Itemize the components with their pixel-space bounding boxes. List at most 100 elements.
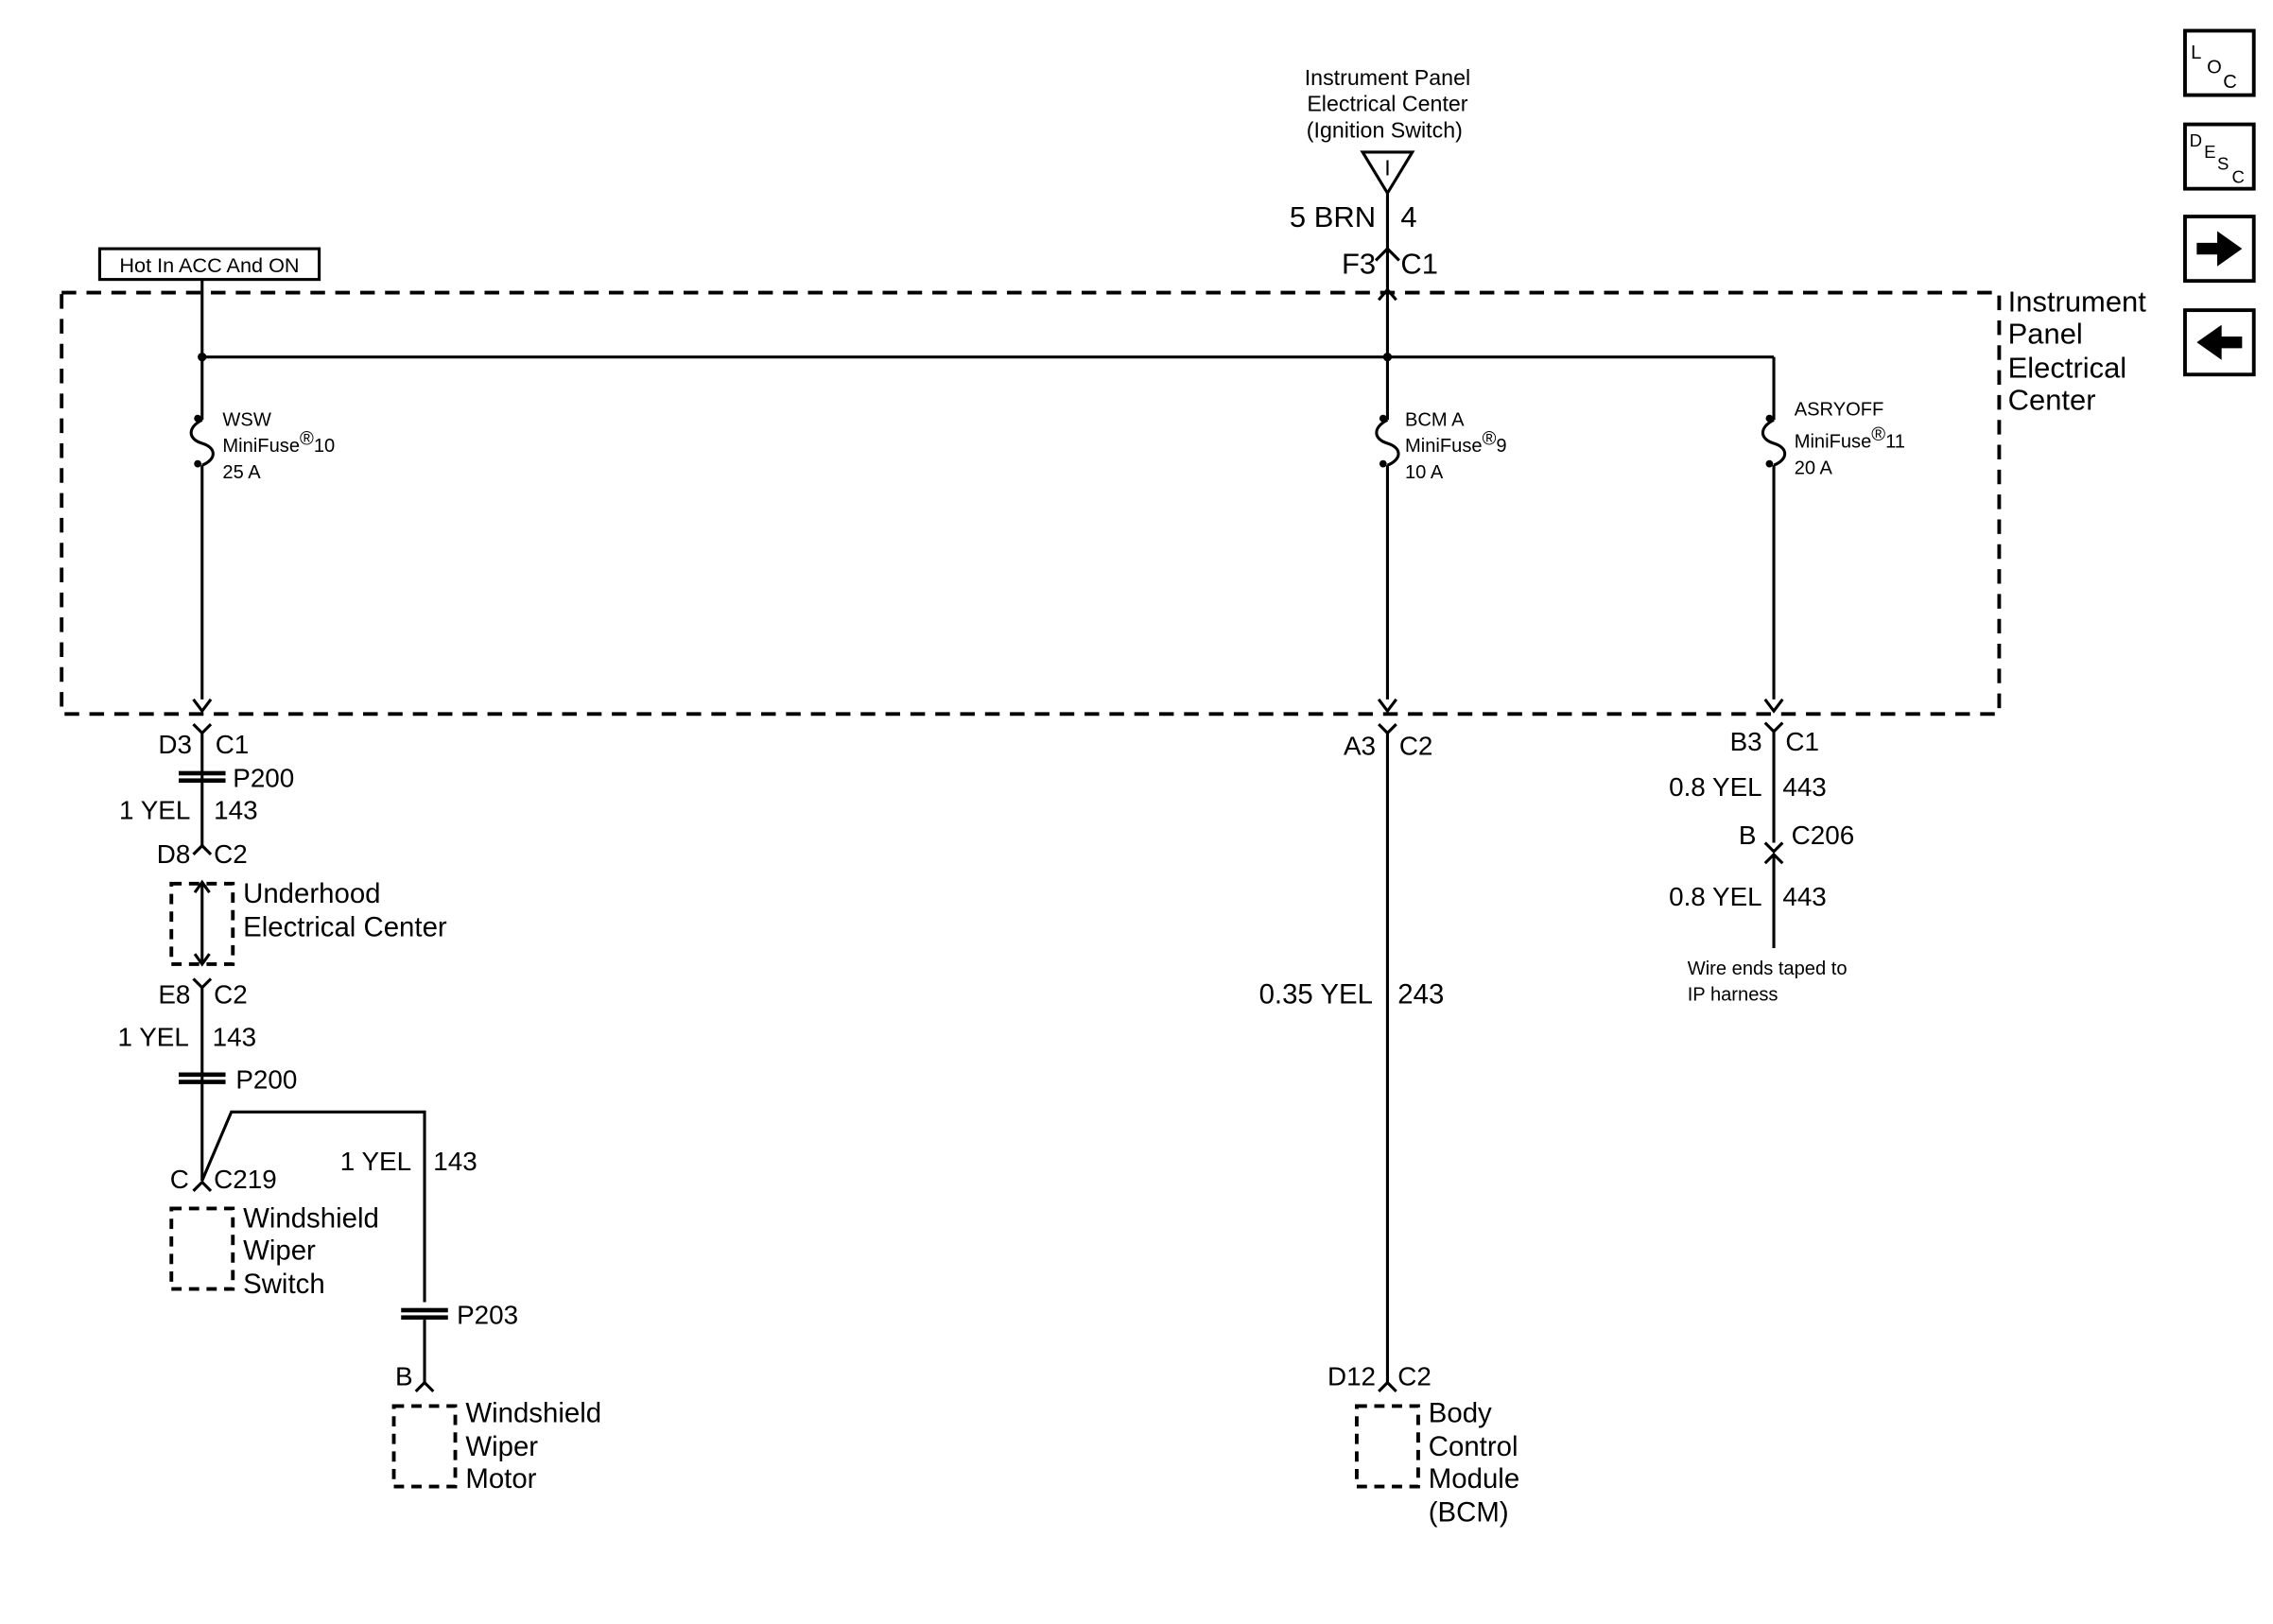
- center-label-2: Panel: [2008, 318, 2083, 351]
- connector-label: C2: [214, 980, 248, 1010]
- source-label-1: Instrument Panel: [1305, 65, 1470, 90]
- fuse-number: 11: [1885, 432, 1905, 453]
- fuse-number: 10: [314, 436, 335, 457]
- center-label-3: Electrical: [2008, 351, 2127, 384]
- underhood-label-1: Underhood: [243, 878, 380, 909]
- desc-letter-c: C: [2231, 166, 2244, 186]
- center-label-1: Instrument: [2008, 285, 2147, 319]
- motor-label-3: Motor: [465, 1463, 536, 1494]
- bcm-box: [1355, 1404, 1420, 1489]
- note-line-2: IP harness: [1688, 985, 1778, 1006]
- center-label-4: Center: [2008, 383, 2096, 416]
- ignition-source: Instrument Panel Electrical Center (Igni…: [1290, 65, 1470, 302]
- pin-label: D12: [1327, 1362, 1376, 1391]
- wire-size: 1 YEL: [119, 796, 190, 825]
- fuse-type: MiniFuse®10: [222, 429, 335, 458]
- source-triangle-icon: [1360, 150, 1415, 197]
- splice-label: P203: [457, 1301, 518, 1330]
- registered-mark: ®: [1483, 429, 1497, 450]
- fuse-bcm-a: BCM A MiniFuse®9 10 A: [1375, 356, 1507, 714]
- source-label-3: (Ignition Switch): [1307, 117, 1463, 142]
- bcm-label-3: Module: [1429, 1463, 1519, 1494]
- note-line-1: Wire ends taped to: [1688, 959, 1848, 979]
- fuse-rating: 25 A: [222, 462, 261, 483]
- connector-icon: [192, 843, 213, 855]
- right-branch: B3 C1 0.8 YEL 443 B C206 0.8 YEL 443 Wir…: [1669, 721, 1855, 1006]
- fuse-name: WSW: [222, 409, 270, 430]
- fuse-wsw: WSW MiniFuse®10 25 A: [189, 356, 335, 714]
- loc-button[interactable]: L O C: [2183, 28, 2256, 97]
- wire-circuit: 143: [214, 796, 257, 825]
- wire-circuit: 443: [1782, 772, 1826, 802]
- pin-label: D3: [158, 730, 192, 759]
- registered-mark: ®: [300, 429, 314, 450]
- splice-label: P200: [233, 764, 294, 793]
- loc-letter-c: C: [2223, 72, 2237, 93]
- wire-circuit: 443: [1782, 882, 1826, 911]
- connector-label: C2: [214, 839, 248, 869]
- switch-label-2: Wiper: [243, 1235, 316, 1267]
- ip-electrical-center-label: Instrument Panel Electrical Center: [2008, 285, 2147, 417]
- fuse-rating: 20 A: [1795, 458, 1833, 478]
- bcm-label-2: Control: [1429, 1431, 1518, 1462]
- wire-size: 1 YEL: [340, 1147, 411, 1176]
- wire-size: 1 YEL: [117, 1023, 188, 1052]
- ip-electrical-center-box: [60, 290, 2002, 717]
- pin-label: B3: [1730, 727, 1762, 756]
- connector-icon: [1763, 721, 1784, 734]
- pin-label: D8: [157, 839, 191, 869]
- desc-letter-s: S: [2217, 154, 2229, 174]
- source-connector: C1: [1400, 247, 1438, 280]
- connector-label: C206: [1792, 821, 1855, 850]
- connector-icon: [1378, 723, 1397, 735]
- wire-size: 0.8 YEL: [1669, 882, 1762, 911]
- connector-label: C2: [1399, 732, 1433, 761]
- wiper-switch-box: [169, 1206, 235, 1291]
- back-button[interactable]: [2183, 308, 2256, 377]
- motor-label-1: Windshield: [465, 1397, 601, 1428]
- pin-label: A3: [1344, 732, 1376, 761]
- wire-circuit: 143: [433, 1147, 477, 1176]
- pin-label: B: [395, 1362, 413, 1391]
- loc-letter-o: O: [2207, 57, 2222, 78]
- forward-button[interactable]: [2183, 215, 2256, 284]
- fuse-icon: [1375, 418, 1400, 467]
- fuse-asryoff: ASRYOFF MiniFuse®11 20 A: [1761, 356, 1905, 714]
- fuse-type-text: MiniFuse: [1405, 436, 1483, 457]
- switch-label-3: Switch: [243, 1269, 325, 1300]
- motor-label-2: Wiper: [465, 1431, 538, 1462]
- connector-icon: [414, 1380, 435, 1393]
- connector-label: C219: [214, 1165, 277, 1194]
- fuse-icon: [1761, 418, 1787, 467]
- splice-label: P200: [235, 1065, 297, 1095]
- fuse-icon: [189, 418, 215, 467]
- pin-label: B: [1739, 821, 1757, 850]
- pin-label: E8: [158, 980, 190, 1010]
- arrow-down-icon: [1377, 698, 1397, 714]
- switch-label-1: Windshield: [243, 1203, 379, 1235]
- source-label-2: Electrical Center: [1307, 92, 1467, 116]
- connector-label: C1: [216, 730, 250, 759]
- desc-letter-e: E: [2204, 142, 2215, 162]
- fuse-type: MiniFuse®11: [1795, 424, 1905, 453]
- desc-button[interactable]: D E S C: [2183, 122, 2256, 191]
- middle-branch: A3 C2 0.35 YEL 243 D12 C2 Body Control M…: [1259, 723, 1519, 1529]
- motor-feed-wire: [200, 1110, 426, 1303]
- arrow-down-icon: [1763, 698, 1784, 714]
- connector-icon: [192, 977, 213, 990]
- hot-in-acc-label: Hot In ACC And ON: [97, 247, 321, 293]
- connector-icon: [192, 723, 213, 735]
- source-wire-circuit: 4: [1400, 200, 1416, 233]
- wire-circuit: 243: [1397, 979, 1444, 1011]
- loc-letter-l: L: [2191, 43, 2201, 63]
- fuse-type: MiniFuse®9: [1405, 429, 1507, 458]
- source-wire-size: 5 BRN: [1290, 200, 1376, 233]
- connector-icon: [192, 1180, 213, 1192]
- fuse-type-text: MiniFuse: [1795, 432, 1872, 453]
- source-pin: F3: [1342, 247, 1376, 280]
- bcm-label-4: (BCM): [1429, 1497, 1509, 1529]
- wire-size: 0.35 YEL: [1259, 979, 1373, 1011]
- source-symbol: I: [1384, 156, 1390, 181]
- connector-icon: [1763, 841, 1784, 854]
